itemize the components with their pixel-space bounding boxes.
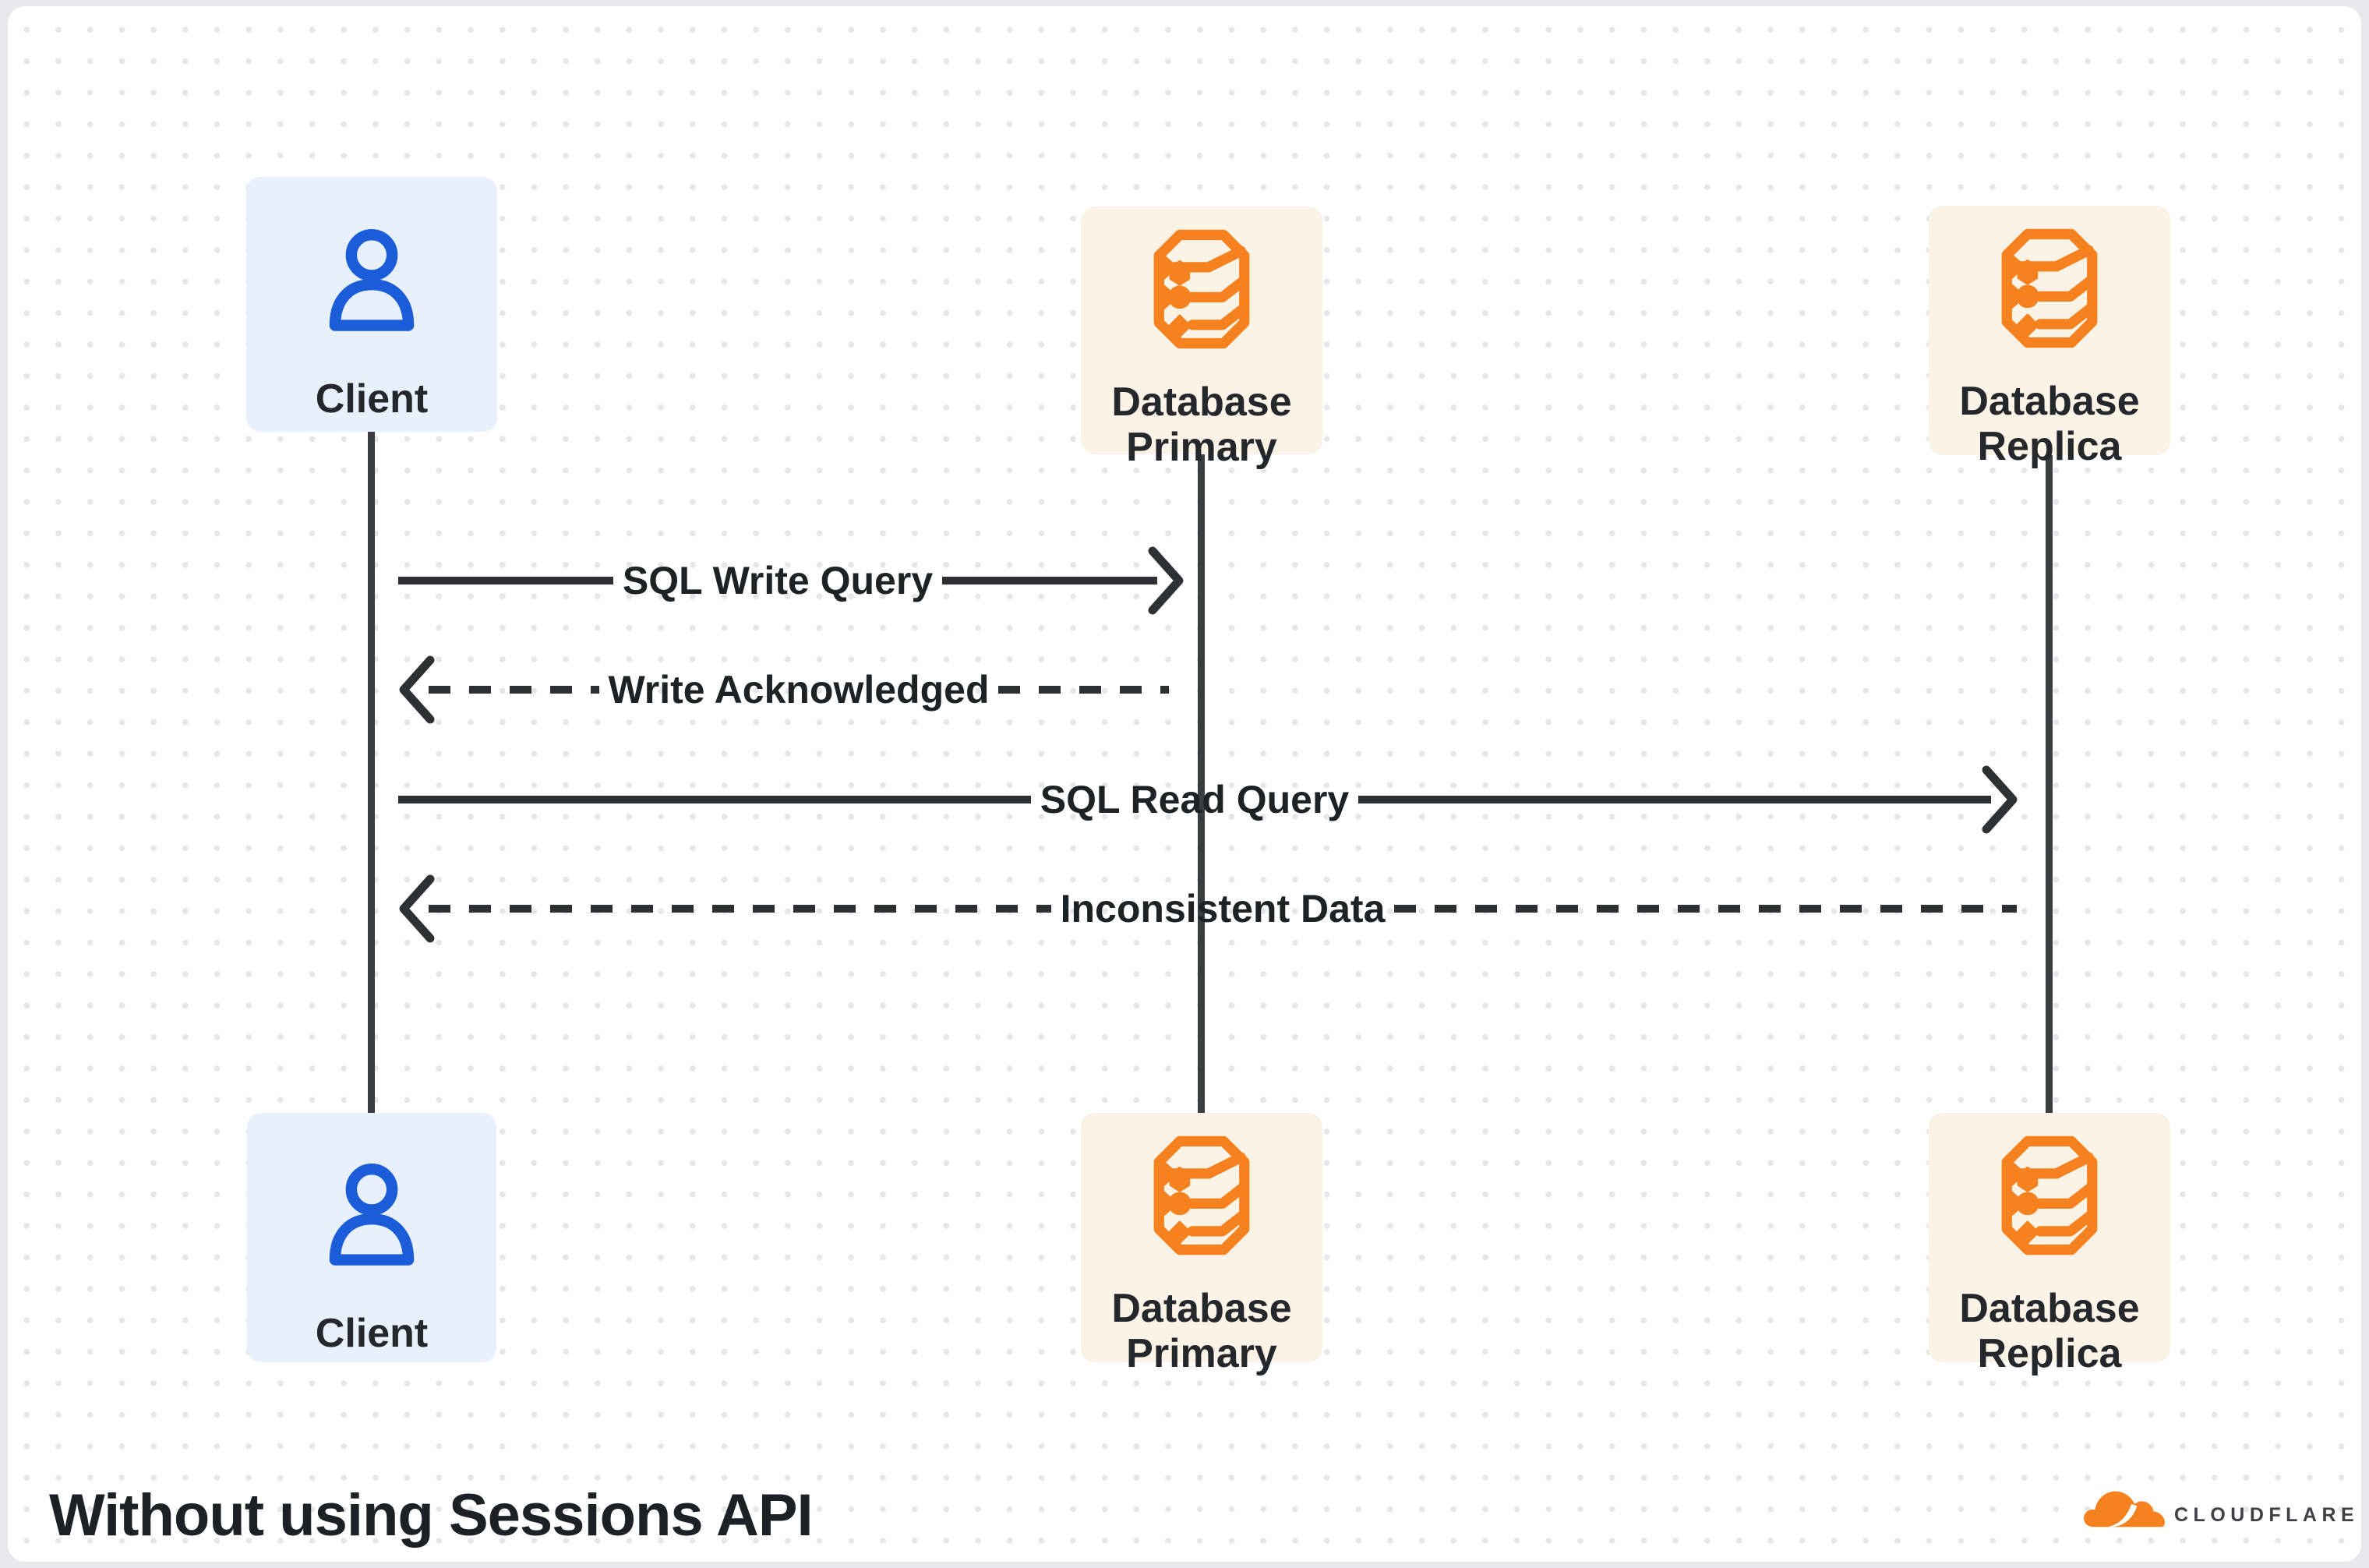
cloudflare-cloud-icon [2084,1491,2165,1527]
database-icon [1144,227,1259,351]
actor-database-replica-top: Database Replica [1929,206,2170,469]
arrow-line-dashed [1394,905,2017,913]
database-icon [1144,1133,1259,1258]
diagram-canvas: Client Database Primary Database Replica… [8,6,2361,1562]
arrow-line-dashed [998,686,1169,694]
actor-label: Client [315,376,429,422]
arrowhead-left-icon [399,655,435,724]
message-label: SQL Write Query [622,559,934,602]
database-icon [1992,1133,2107,1258]
database-icon [1992,226,2107,351]
actor-label: Database Primary [1111,1286,1292,1377]
arrow-line [398,796,1031,803]
actor-label: Database Primary [1111,380,1292,471]
actor-label: Database Replica [1959,1286,2140,1377]
arrowhead-left-icon [399,874,435,943]
message-label: SQL Read Query [1040,778,1350,821]
arrow-line [1358,796,1991,803]
arrow-line-dashed [429,686,599,694]
actor-client-bottom: Client [247,1113,496,1362]
person-icon [323,222,421,339]
arrow-line [942,577,1157,584]
primary-lifeline [1198,453,1205,1114]
actor-label: Database Replica [1959,379,2140,470]
arrowhead-right-icon [1148,546,1184,615]
arrowhead-right-icon [1982,765,2018,834]
arrow-line [398,577,613,584]
cloudflare-wordmark: CLOUDFLARE [2174,1503,2360,1526]
client-lifeline [368,430,375,1114]
actor-database-primary-bottom: Database Primary [1081,1113,1322,1376]
arrow-line-dashed [429,905,1051,913]
actor-label: Client [315,1311,429,1356]
person-icon [323,1157,421,1273]
message-label: Inconsistent Data [1060,887,1386,931]
message-label: Write Acknowledged [608,668,990,712]
actor-database-replica-bottom: Database Replica [1929,1113,2170,1376]
actor-client-top: Client [246,177,497,432]
replica-lifeline [2046,454,2053,1114]
diagram-title: Without using Sessions API [49,1482,814,1549]
actor-database-primary-top: Database Primary [1081,207,1322,470]
cloudflare-logo: CLOUDFLARE [2081,1487,2359,1532]
